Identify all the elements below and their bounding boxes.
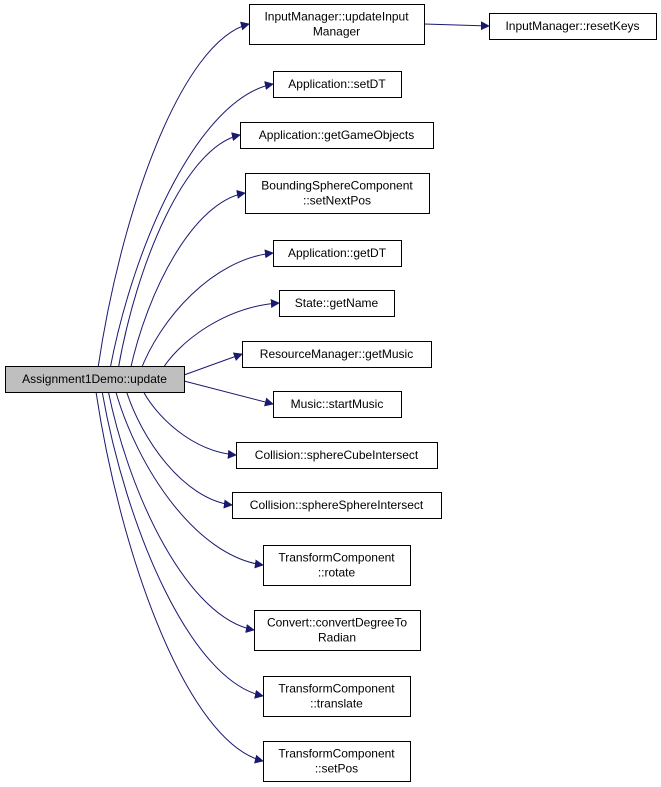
node-box — [273, 240, 402, 267]
edge-to-inputmanager-resetkeys — [423, 21, 490, 31]
edge-to-convert-convertdegreetoradian — [107, 389, 255, 633]
edge-to-application-getgameobjects — [117, 132, 241, 371]
node-box — [232, 492, 442, 519]
edge-to-transformcomponent-setpos — [95, 391, 264, 764]
node-music-startmusic[interactable]: Music::startMusic — [273, 391, 402, 418]
node-box — [273, 71, 402, 98]
node-box — [236, 442, 438, 469]
node-label: Music::startMusic — [291, 397, 384, 411]
node-label: ::rotate — [318, 566, 356, 580]
edge-to-application-setdt — [109, 81, 274, 370]
node-box — [273, 391, 402, 418]
edge-to-state-getname — [159, 299, 280, 374]
node-label: TransformComponent — [278, 747, 395, 761]
edge-to-collision-spheresphereintersect — [124, 386, 233, 509]
node-collision-spherecubeintersect[interactable]: Collision::sphereCubeIntersect — [236, 442, 438, 469]
node-box — [5, 366, 185, 393]
edge-to-application-getdt — [139, 249, 274, 373]
node-transformcomponent-rotate[interactable]: TransformComponent::rotate — [263, 545, 411, 586]
node-collision-spheresphereintersect[interactable]: Collision::sphereSphereIntersect — [232, 492, 442, 519]
node-resourcemanager-getmusic[interactable]: ResourceManager::getMusic — [242, 341, 432, 368]
node-label: ::setNextPos — [303, 194, 371, 208]
node-box — [249, 4, 425, 45]
node-assignment1demo-update[interactable]: Assignment1Demo::update — [5, 366, 185, 393]
node-application-getdt[interactable]: Application::getDT — [273, 240, 402, 267]
node-label: State::getName — [295, 296, 379, 310]
node-label: Application::setDT — [288, 77, 386, 91]
node-box — [245, 173, 430, 214]
node-box — [489, 13, 657, 40]
node-inputmanager-resetkeys[interactable]: InputManager::resetKeys — [489, 13, 657, 40]
node-label: ::translate — [310, 697, 363, 711]
node-label: Collision::sphereCubeIntersect — [255, 448, 419, 462]
node-label: Application::getGameObjects — [259, 128, 414, 142]
node-boundingspherecomponent-setnextpos[interactable]: BoundingSphereComponent::setNextPos — [245, 173, 430, 214]
node-label: TransformComponent — [278, 682, 395, 696]
edge-to-transformcomponent-translate — [101, 390, 264, 699]
edge-to-collision-spherecubeintersect — [139, 384, 237, 459]
node-label: BoundingSphereComponent — [261, 179, 413, 193]
node-box — [263, 741, 411, 782]
node-label: Manager — [313, 25, 360, 39]
node-label: ::setPos — [315, 762, 358, 776]
function-nodes: Assignment1Demo::update InputManager::upd… — [5, 4, 657, 782]
node-label: Application::getDT — [288, 246, 387, 260]
node-box — [263, 676, 411, 717]
node-label: Assignment1Demo::update — [22, 372, 167, 386]
node-box — [254, 610, 421, 651]
node-transformcomponent-translate[interactable]: TransformComponent::translate — [263, 676, 411, 717]
edge-to-transformcomponent-rotate — [114, 388, 264, 569]
edge-to-boundingspherecomponent-setnextpos — [129, 189, 246, 372]
node-label: Radian — [318, 631, 356, 645]
node-box — [263, 545, 411, 586]
node-label: Convert::convertDegreeTo — [267, 616, 407, 630]
node-application-setdt[interactable]: Application::setDT — [273, 71, 402, 98]
edge-to-resourcemanager-getmusic — [183, 352, 243, 376]
call-edges — [95, 21, 490, 764]
node-box — [279, 290, 395, 317]
node-label: InputManager::updateInput — [264, 10, 409, 24]
node-label: Collision::sphereSphereIntersect — [250, 498, 424, 512]
node-box — [242, 341, 432, 368]
node-label: TransformComponent — [278, 551, 395, 565]
node-label: InputManager::resetKeys — [505, 19, 639, 33]
node-application-getgameobjects[interactable]: Application::getGameObjects — [240, 122, 434, 149]
node-transformcomponent-setpos[interactable]: TransformComponent::setPos — [263, 741, 411, 782]
node-label: ResourceManager::getMusic — [260, 347, 413, 361]
node-box — [240, 122, 434, 149]
edge-to-inputmanager-updateinputmanager — [97, 21, 250, 369]
edge-to-music-startmusic — [183, 380, 274, 407]
node-state-getname[interactable]: State::getName — [279, 290, 395, 317]
